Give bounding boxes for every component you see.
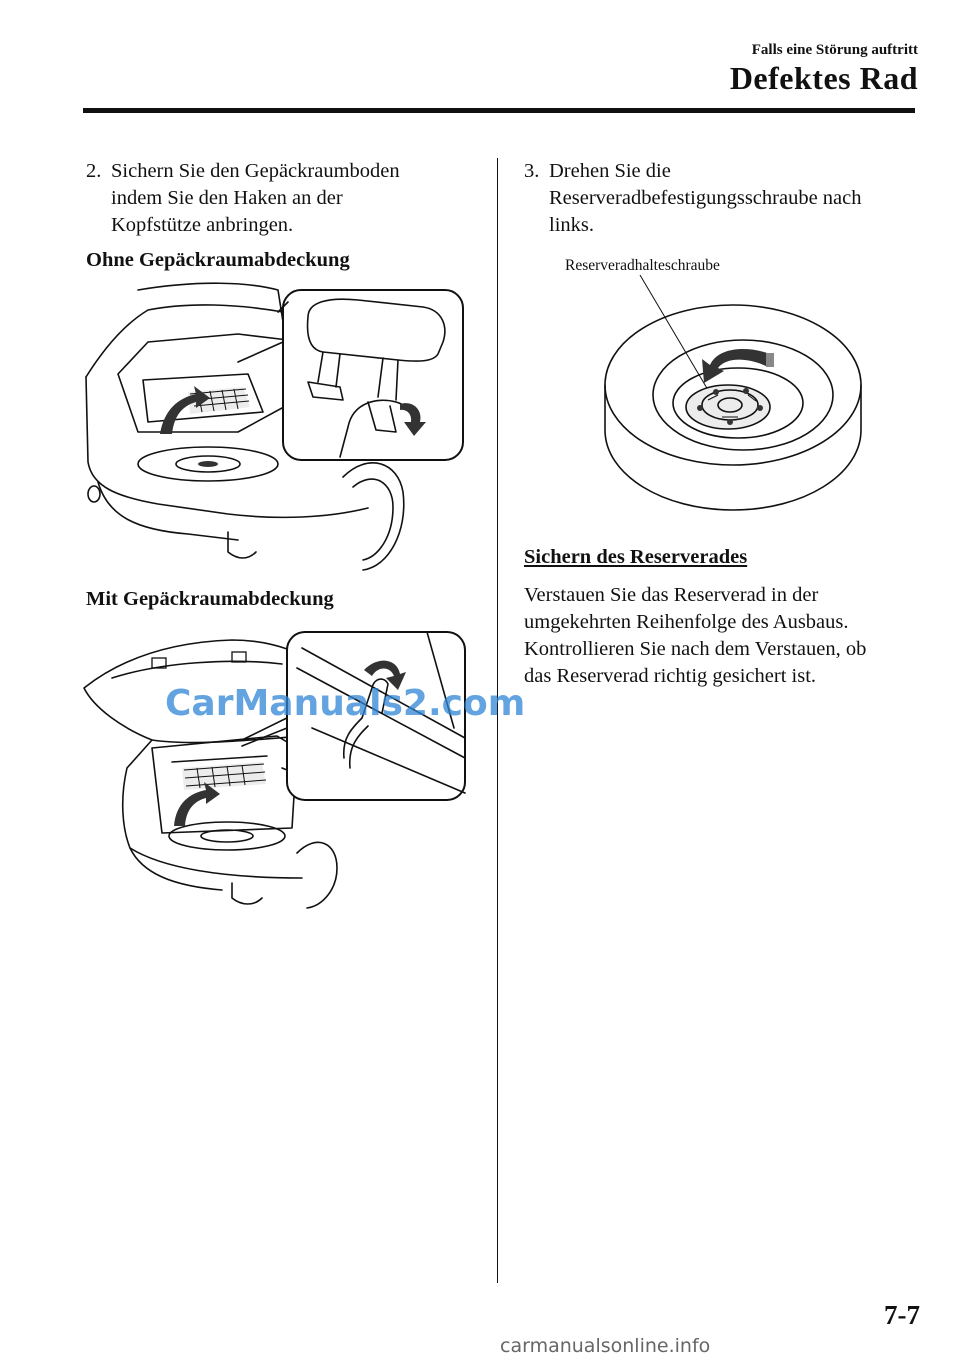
paragraph-line: das Reserverad richtig gesichert ist. — [524, 665, 817, 687]
step-line: Drehen Sie die — [549, 160, 671, 182]
page-title: Defektes Rad — [729, 60, 918, 96]
step-text: Sichern Sie den Gepäckraumboden indem Si… — [111, 158, 400, 239]
step-line: links. — [549, 214, 594, 236]
step-line: Sichern Sie den Gepäckraumboden — [111, 160, 400, 182]
heading-with-cover: Mit Gepäckraumabdeckung — [86, 588, 334, 610]
step-2: 2. Sichern Sie den Gepäckraumboden indem… — [86, 158, 486, 248]
step-number: 2. — [86, 160, 102, 182]
spare-tire-illustration — [604, 274, 862, 511]
step-3: 3. Drehen Sie die Reserveradbefestigungs… — [524, 158, 924, 248]
paragraph-line: Verstauen Sie das Reserverad in der — [524, 584, 819, 606]
header-rule — [83, 108, 915, 113]
heading-without-cover: Ohne Gepäckraumabdeckung — [86, 249, 350, 271]
step-line: indem Sie den Haken an der — [111, 187, 343, 209]
trunk-with-cover-illustration — [83, 631, 466, 909]
storage-paragraph: Verstauen Sie das Reserverad in der umge… — [524, 582, 924, 690]
bolt-callout-label: Reserveradhalteschraube — [565, 257, 720, 274]
column-divider — [497, 158, 498, 1283]
step-line: Reserveradbefestigungsschraube nach — [549, 187, 862, 209]
footer-url[interactable]: carmanualsonline.info — [500, 1335, 711, 1357]
paragraph-line: Kontrollieren Sie nach dem Verstauen, ob — [524, 638, 867, 660]
paragraph-line: umgekehrten Reihenfolge des Ausbaus. — [524, 611, 849, 633]
step-line: Kopfstütze anbringen. — [111, 214, 294, 236]
section-label: Falls eine Störung auftritt — [751, 42, 918, 58]
step-text: Drehen Sie die Reserveradbefestigungssch… — [549, 158, 862, 239]
section-heading: Sichern des Reserverades — [524, 546, 748, 568]
watermark: CarManuals2.com — [165, 683, 526, 724]
step-number: 3. — [524, 160, 540, 182]
trunk-without-cover-illustration — [85, 282, 464, 571]
page-number: 7-7 — [884, 1300, 920, 1330]
